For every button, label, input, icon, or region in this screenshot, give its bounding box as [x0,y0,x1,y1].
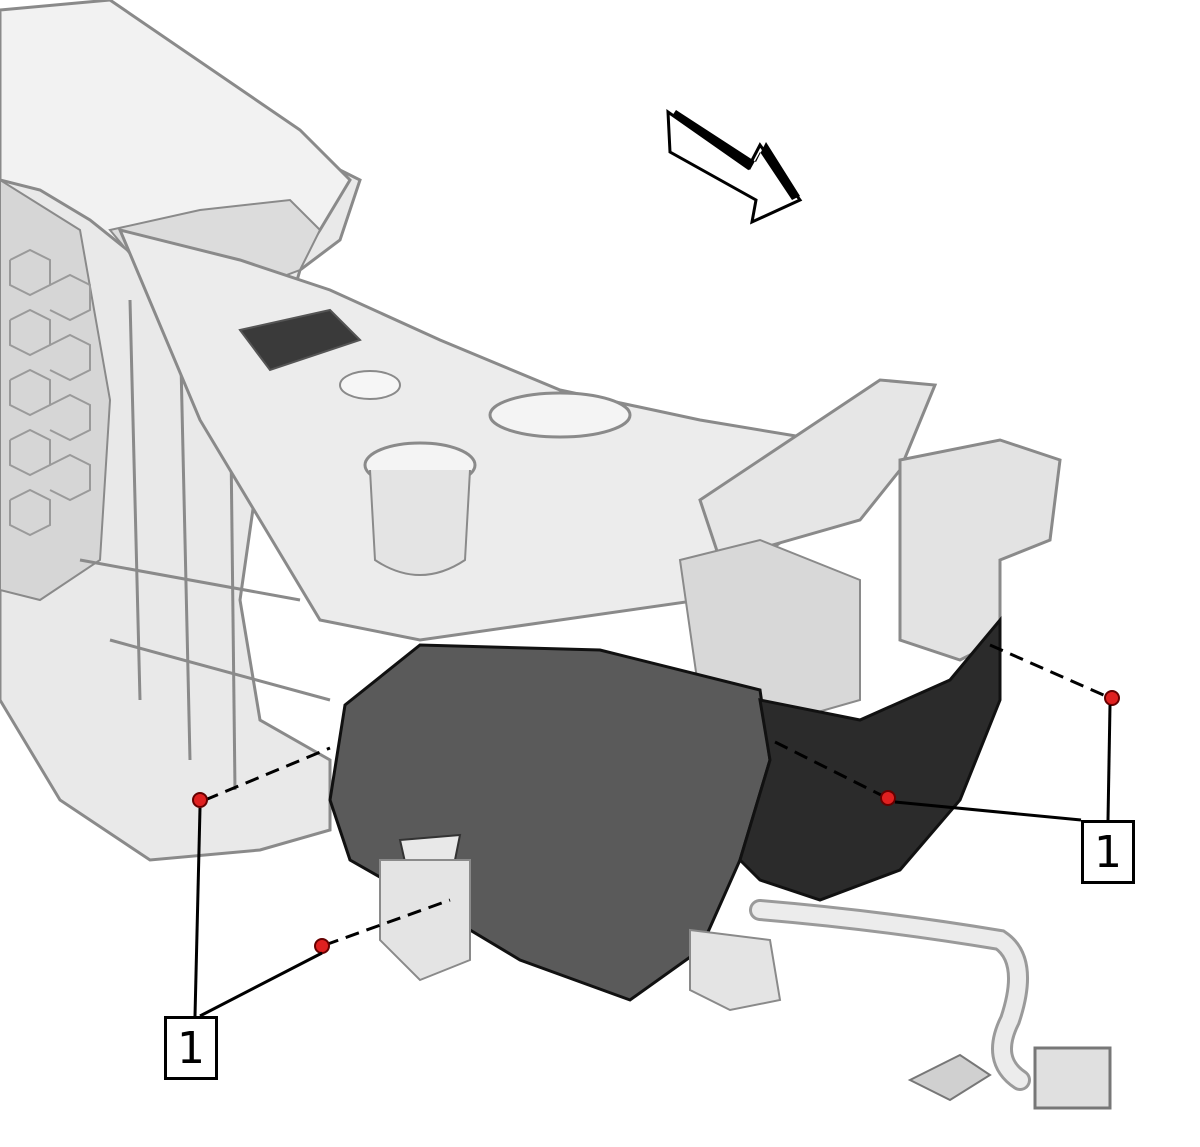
rear-bracket [678,378,1062,722]
fastener-icon [774,740,896,806]
callout-label-left: 1 [164,1016,218,1080]
console-top [117,227,842,642]
wire-harness [379,859,1112,1110]
leader-lines [193,704,1112,1018]
fastener-icon [989,643,1120,706]
direction-arrow-icon [666,109,803,225]
fasteners [192,643,1120,954]
fastener-icon [192,746,331,808]
callout-label-right: 1 [1081,820,1135,884]
